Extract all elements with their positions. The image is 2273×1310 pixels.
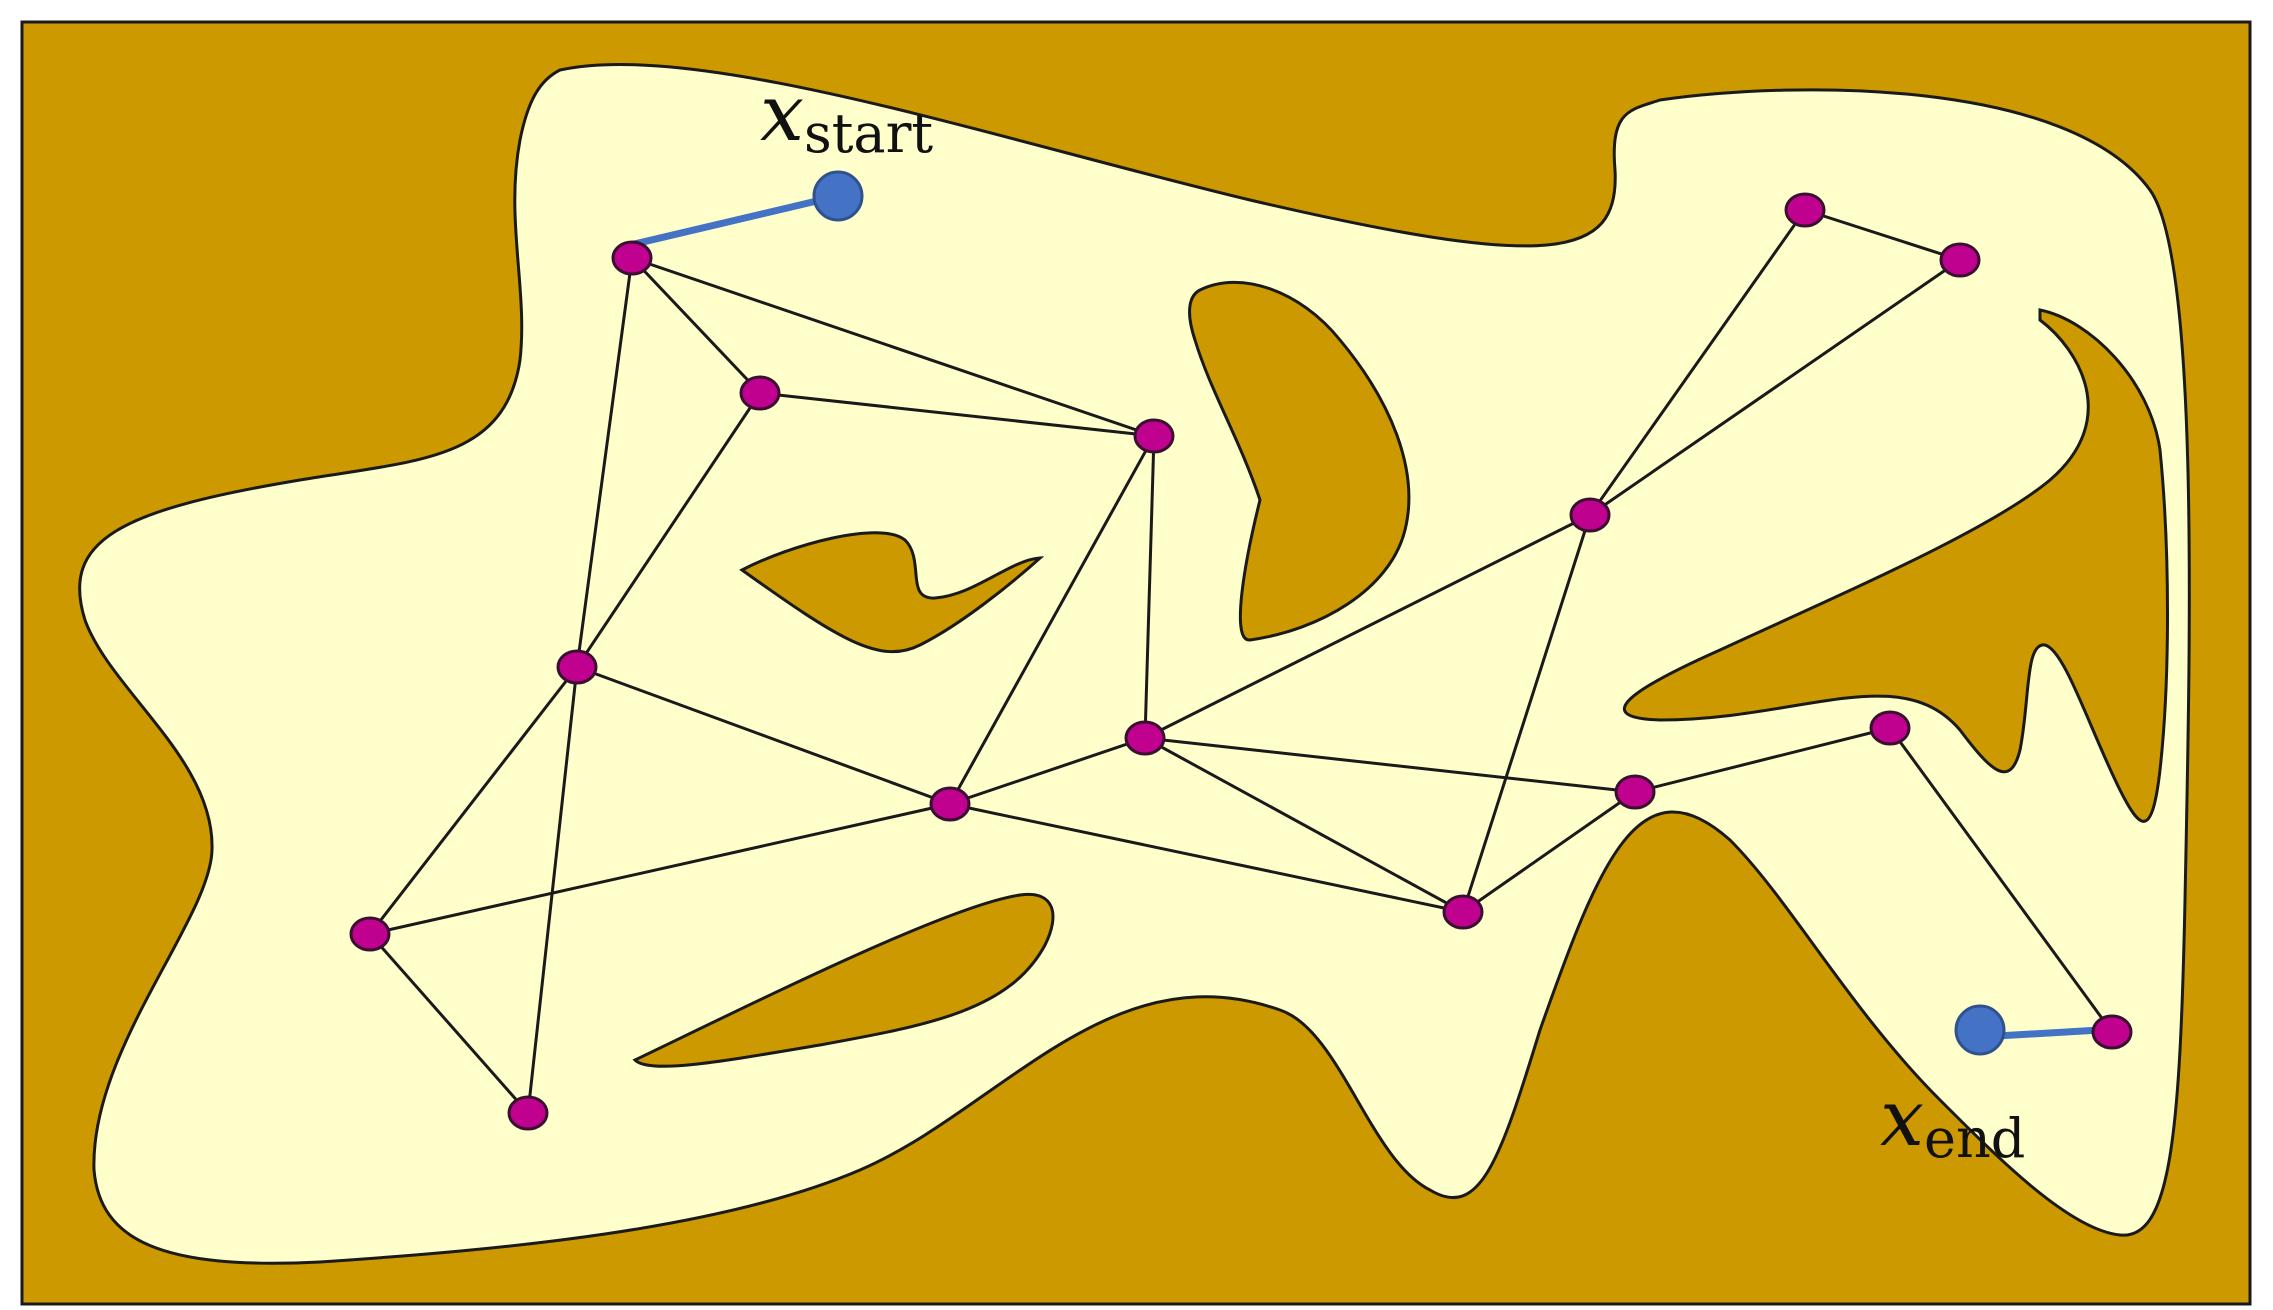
roadmap-edge <box>1634 726 1891 794</box>
roadmap-edge <box>1589 258 1961 517</box>
roadmap-edge <box>1804 208 1961 262</box>
start-label-main: x <box>760 69 804 159</box>
roadmap-edge <box>575 392 762 668</box>
roadmap-node <box>1939 242 1981 278</box>
roadmap-edge <box>576 665 951 806</box>
roadmap-edge <box>575 257 634 668</box>
obstacle-island-2 <box>1188 280 1411 642</box>
roadmap-node <box>507 1095 549 1131</box>
roadmap-edge <box>1144 736 1636 794</box>
roadmap-edge <box>1144 736 1464 914</box>
roadmap-node <box>349 916 391 952</box>
roadmap-edge <box>1461 514 1592 913</box>
obstacle-island-4 <box>1622 308 2169 823</box>
roadmap-node <box>1614 774 1656 810</box>
roadmap-edge <box>948 435 1156 805</box>
roadmap-edge <box>1144 513 1591 740</box>
roadmap-node <box>1569 497 1611 533</box>
roadmap-node <box>2091 1014 2133 1050</box>
end-label-main: x <box>1880 1074 1924 1164</box>
free-space-region <box>78 63 2191 1265</box>
roadmap-edges <box>368 208 2114 1114</box>
roadmap-edge <box>759 391 1155 438</box>
roadmap-node <box>611 240 653 276</box>
roadmap-edge <box>1462 790 1636 914</box>
roadmap-node <box>1442 894 1484 930</box>
roadmap-node <box>1869 710 1911 746</box>
roadmap-edge <box>368 933 530 1114</box>
roadmap-edge <box>369 802 951 936</box>
roadmap-node <box>1133 418 1175 454</box>
obstacle-island-1 <box>739 531 1045 654</box>
roadmap-nodes <box>349 192 2133 1131</box>
roadmap-node <box>1124 720 1166 756</box>
start-label-subscript: start <box>804 102 933 165</box>
roadmap-edge <box>1143 435 1156 739</box>
roadmap-edge <box>368 666 579 935</box>
start-point-marker <box>812 170 864 222</box>
roadmap-edge <box>1588 209 1807 516</box>
roadmap-node <box>929 786 971 822</box>
start-label: xstart <box>760 69 933 165</box>
start-connection-edge <box>625 192 839 250</box>
roadmap-node <box>739 375 781 411</box>
end-point-marker <box>1954 1004 2006 1056</box>
end-label-subscript: end <box>1924 1107 2025 1170</box>
roadmap-edge <box>631 256 1155 438</box>
obstacle-island-3 <box>632 892 1055 1068</box>
roadmap-edge <box>526 666 579 1114</box>
roadmap-edge <box>949 802 1464 914</box>
roadmap-edge <box>1888 727 2114 1033</box>
roadmap-node <box>556 649 598 685</box>
roadmap-edge <box>630 256 762 395</box>
roadmap-node <box>1784 192 1826 228</box>
end-label: xend <box>1880 1074 2025 1170</box>
roadmap-edge <box>949 736 1146 806</box>
